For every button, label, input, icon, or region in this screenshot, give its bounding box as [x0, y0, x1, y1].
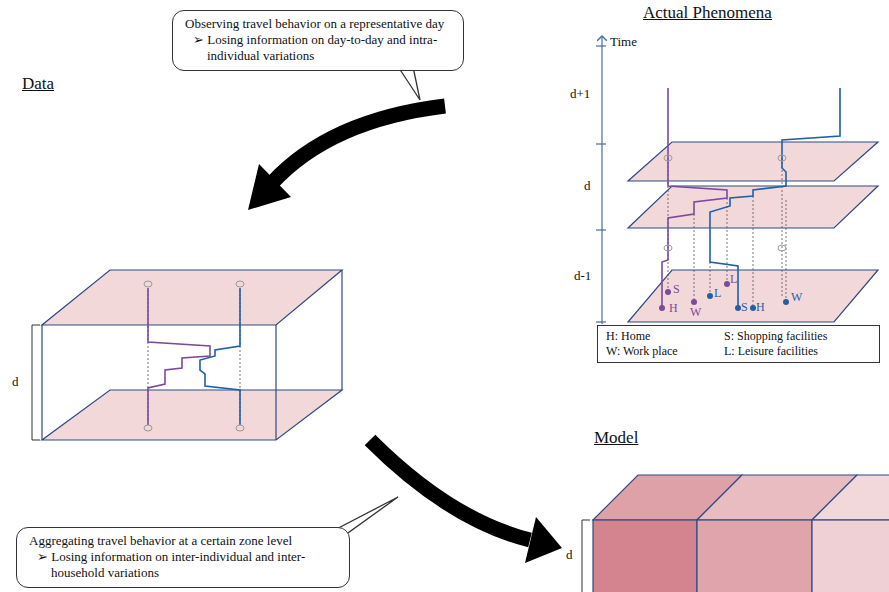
legend-entry: H: Home [606, 329, 724, 344]
place-letter: W [791, 290, 802, 305]
projection-line [668, 158, 786, 306]
time-axis [596, 36, 606, 324]
big-arrow [248, 106, 445, 210]
place-letter: L [714, 286, 721, 301]
plane-circle [664, 155, 786, 251]
projection-line [148, 290, 240, 420]
trajectory-purple [662, 88, 727, 308]
place-letter: S [741, 300, 748, 315]
trajectory-blue [200, 288, 240, 425]
panel-heading: Actual Phenomena [643, 3, 772, 23]
callout-bullet: ➢ Losing information on inter-individual… [37, 549, 339, 581]
day-plane [628, 142, 878, 322]
place-letter: H [669, 301, 678, 316]
legend-box: H: HomeS: Shopping facilitiesW: Work pla… [597, 325, 880, 363]
callout-box: Aggregating travel behavior at a certain… [16, 527, 350, 588]
day-label: d+1 [570, 86, 590, 102]
axis-label: Time [610, 34, 637, 50]
day-bracket [32, 325, 40, 440]
legend-entry: L: Leisure facilities [724, 344, 871, 359]
callout-box: Observing travel behavior on a represent… [172, 10, 464, 71]
callout-heading: Aggregating travel behavior at a certain… [29, 533, 339, 549]
panel-heading: Model [594, 428, 638, 448]
trajectory-blue [710, 88, 840, 308]
place-letter: L [730, 272, 737, 287]
legend-entry: W: Work place [606, 344, 724, 359]
data-planes [42, 270, 342, 440]
place-letter: W [690, 305, 701, 320]
legend-entry: S: Shopping facilities [724, 329, 871, 344]
day-label: d [12, 374, 19, 390]
place-dot [659, 281, 789, 311]
callout-bullet: ➢ Losing information on day-to-day and i… [193, 32, 453, 64]
place-letter: H [756, 300, 765, 315]
day-bracket [582, 520, 590, 592]
panel-heading: Data [22, 74, 54, 94]
day-label: d [566, 547, 573, 563]
callout-heading: Observing travel behavior on a represent… [185, 16, 453, 32]
place-letter: S [673, 282, 680, 297]
big-arrow [370, 440, 562, 563]
zone-model [593, 475, 889, 592]
day-label: d-1 [574, 268, 591, 284]
plane-circle [144, 281, 244, 431]
trajectory-purple [148, 288, 210, 425]
day-label: d [584, 178, 591, 194]
